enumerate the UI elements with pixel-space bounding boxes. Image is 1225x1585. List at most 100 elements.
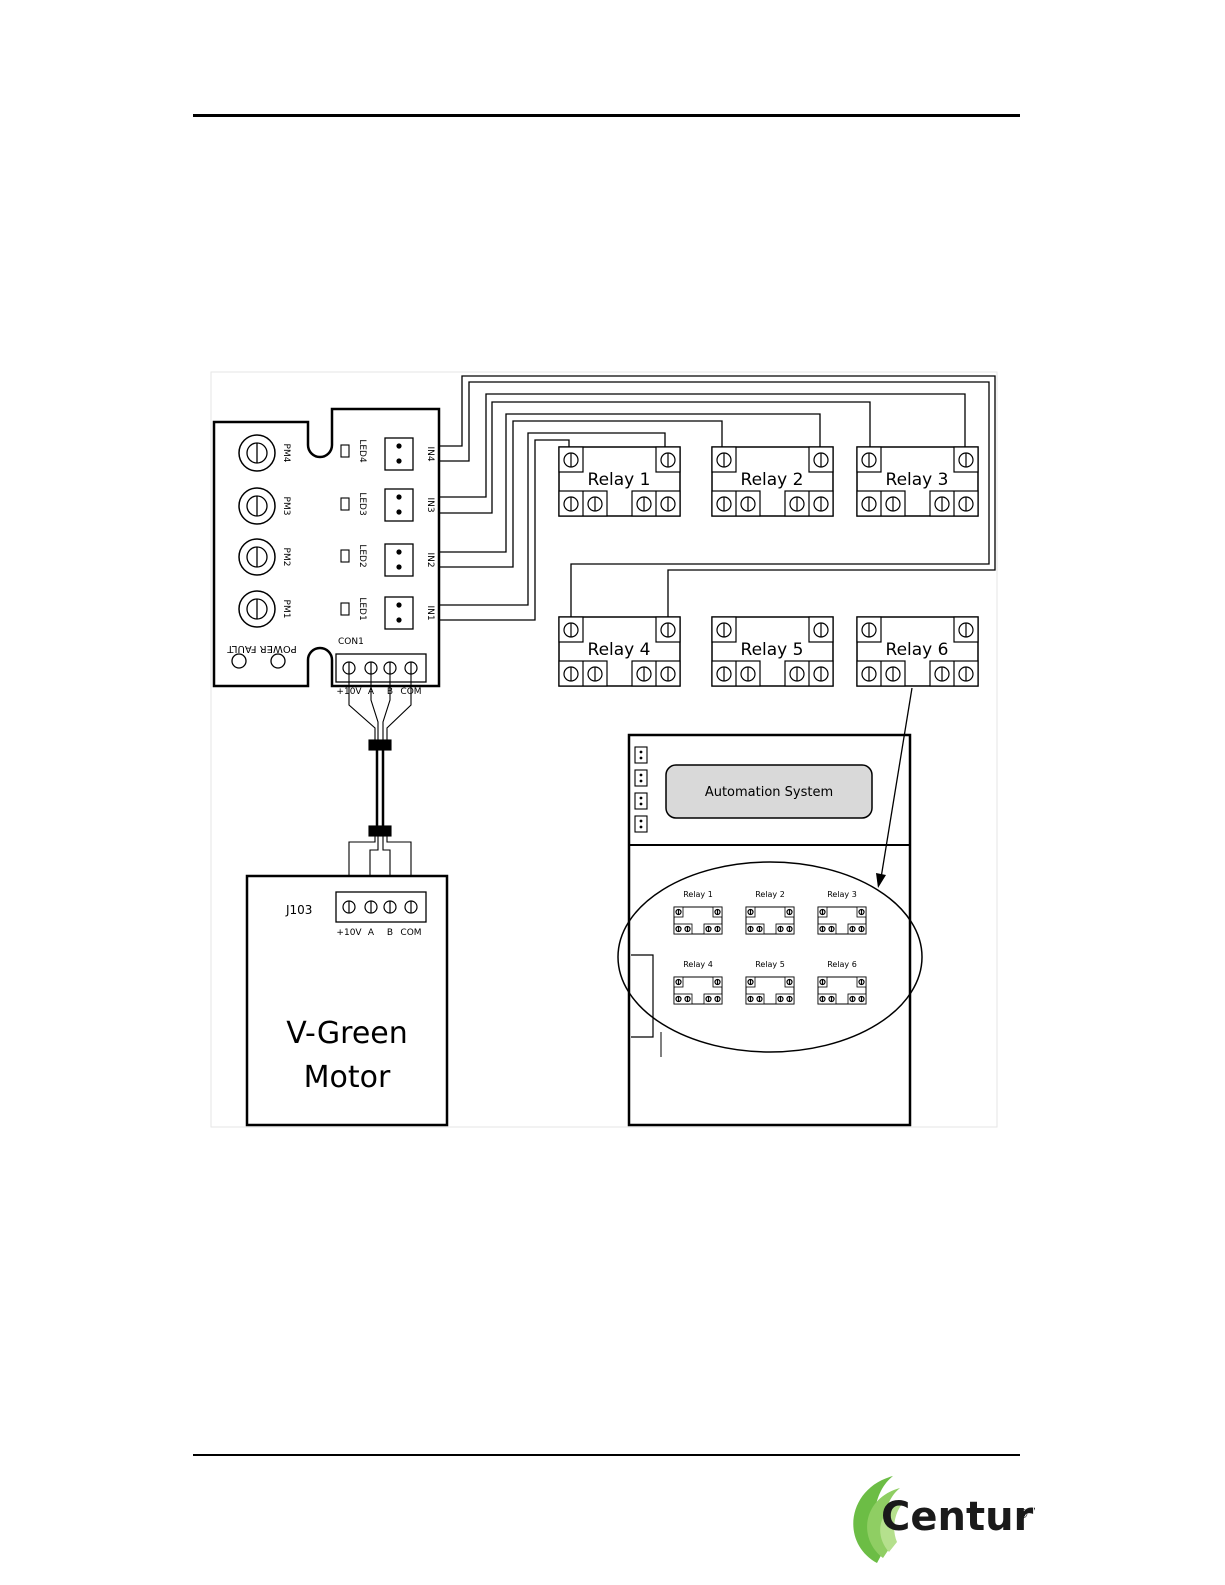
j103-pin [365, 901, 377, 913]
screw-terminal [717, 623, 731, 637]
screw-terminal [778, 997, 783, 1002]
screw-terminal [814, 623, 828, 637]
mini-relay-label: Relay 1 [683, 890, 713, 899]
screw-terminal [790, 497, 804, 511]
screw-terminal [859, 927, 864, 932]
relay-6: Relay 6 [857, 617, 978, 686]
screw-terminal [661, 497, 675, 511]
brand-name: Century [881, 1494, 1035, 1540]
relay-3: Relay 3 [857, 447, 978, 516]
screw-terminal [676, 927, 681, 932]
screw-terminal [829, 927, 834, 932]
screw-terminal [748, 927, 753, 932]
relay-label: Relay 1 [588, 470, 651, 490]
screw-terminal [564, 497, 578, 511]
screw-terminal [717, 453, 731, 467]
motor-box: J103 +10VABCOM V-Green Motor [247, 876, 447, 1125]
screw-terminal [820, 927, 825, 932]
power-fault-label: POWER FAULT [226, 643, 296, 654]
io-port [635, 793, 647, 809]
pm-label: PM4 [281, 444, 291, 463]
screw-terminal [741, 497, 755, 511]
io-port [635, 770, 647, 786]
j103-pin [405, 901, 417, 913]
relay-label: Relay 6 [886, 640, 949, 660]
relay-label: Relay 2 [741, 470, 804, 490]
screw-terminal [676, 997, 681, 1002]
con1-label: CON1 [338, 637, 364, 647]
j103-pin-label: B [387, 928, 393, 938]
screw-terminal [748, 980, 753, 985]
relay-2: Relay 2 [712, 447, 833, 516]
screw-terminal [757, 927, 762, 932]
input-label: IN1 [425, 605, 435, 620]
screw-terminal [959, 453, 973, 467]
screw-terminal [862, 453, 876, 467]
motor-name-line2: Motor [304, 1060, 391, 1095]
j103-pin-label: +10V [336, 928, 362, 938]
screw-terminal [685, 927, 690, 932]
screw-terminal [935, 667, 949, 681]
screw-terminal [959, 667, 973, 681]
relay-label: Relay 4 [588, 640, 651, 660]
screw-terminal [859, 997, 864, 1002]
screw-terminal [564, 453, 578, 467]
screw-terminal [564, 667, 578, 681]
screw-terminal [814, 453, 828, 467]
screw-terminal [748, 997, 753, 1002]
screw-terminal [935, 497, 949, 511]
screw-terminal [715, 910, 720, 915]
screw-terminal [715, 997, 720, 1002]
screw-terminal [564, 623, 578, 637]
screw-terminal [814, 497, 828, 511]
screw-terminal [862, 667, 876, 681]
screw-terminal [588, 497, 602, 511]
pm-label: PM1 [281, 600, 291, 619]
screw-terminal [886, 667, 900, 681]
led-label: LED4 [357, 439, 367, 463]
screw-terminal [676, 910, 681, 915]
mini-relay-label: Relay 4 [683, 960, 713, 969]
j103-pin-label: COM [400, 928, 421, 938]
screw-terminal [862, 497, 876, 511]
screw-terminal [717, 497, 731, 511]
screw-terminal [859, 910, 864, 915]
mini-relay-label: Relay 6 [827, 960, 857, 969]
screw-terminal [637, 497, 651, 511]
screw-terminal [685, 997, 690, 1002]
screw-terminal [748, 910, 753, 915]
screw-terminal [717, 667, 731, 681]
pm-label: PM3 [281, 497, 291, 516]
io-port [635, 816, 647, 832]
screw-terminal [820, 910, 825, 915]
screw-terminal [787, 997, 792, 1002]
mini-relay-label: Relay 3 [827, 890, 857, 899]
century-logo: Century ® [845, 1468, 1035, 1568]
mini-relay-label: Relay 2 [755, 890, 785, 899]
screw-terminal [850, 927, 855, 932]
screw-terminal [715, 980, 720, 985]
modbus-cable [349, 672, 411, 907]
motor-name-line1: V-Green [286, 1016, 408, 1051]
screw-terminal [778, 927, 783, 932]
screw-terminal [862, 623, 876, 637]
input-label: IN3 [425, 497, 435, 512]
screw-terminal [706, 927, 711, 932]
screw-terminal [757, 997, 762, 1002]
screw-terminal [661, 667, 675, 681]
screw-terminal [820, 997, 825, 1002]
screw-terminal [661, 623, 675, 637]
relay-label: Relay 5 [741, 640, 804, 660]
input-label: IN2 [425, 552, 435, 567]
screw-terminal [637, 667, 651, 681]
screw-terminal [741, 667, 755, 681]
j103-pin [384, 901, 396, 913]
screw-terminal [829, 997, 834, 1002]
screw-terminal [850, 997, 855, 1002]
screw-terminal [787, 927, 792, 932]
screw-terminal [820, 980, 825, 985]
screw-terminal [715, 927, 720, 932]
